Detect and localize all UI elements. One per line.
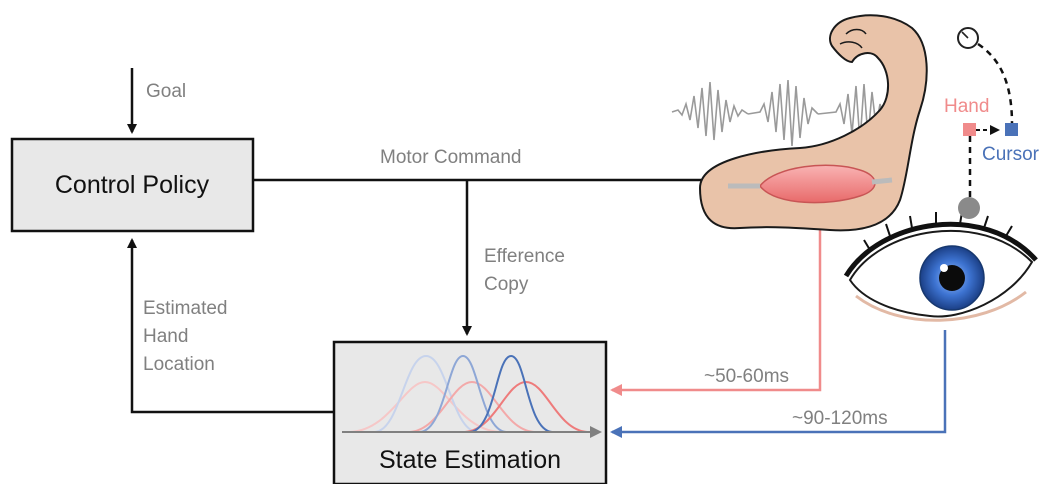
- visual-mid-curve: [419, 354, 507, 433]
- proprio-prior-curve: [349, 380, 501, 433]
- visual-delay-label: ~90-120ms: [792, 408, 888, 429]
- reach-task: Hand Cursor: [944, 27, 1040, 219]
- copy-label: Copy: [484, 274, 529, 295]
- estimated-label: Estimated: [143, 298, 227, 319]
- control-policy-label: Control Policy: [55, 171, 210, 199]
- goal-label: Goal: [146, 81, 186, 102]
- gaussian-curves: [349, 354, 588, 433]
- tendon-right: [871, 177, 893, 185]
- proprio-delay-label: ~50-60ms: [704, 366, 789, 387]
- cursor-path: [977, 42, 1014, 125]
- efference-label: Efference: [484, 246, 565, 267]
- proprio-post-curve: [464, 380, 588, 433]
- estimated-hand-arrow: [127, 238, 334, 414]
- state-estimation-box: [332, 340, 608, 484]
- start-circle: [958, 197, 980, 219]
- arm-illustration: [698, 14, 928, 232]
- visual-post-curve: [469, 354, 553, 433]
- hand-label: Hand: [143, 326, 188, 347]
- visual-prior-curve: [374, 354, 478, 433]
- proprioceptive-feedback-arrow: [610, 216, 822, 396]
- proprio-mid-curve: [409, 380, 535, 433]
- control-policy-box: [10, 137, 255, 233]
- motor-command-label: Motor Command: [380, 147, 522, 168]
- state-estimation-label: State Estimation: [379, 446, 561, 474]
- visual-feedback-arrow: [610, 330, 947, 438]
- location-label: Location: [143, 354, 215, 375]
- cursor-marker: [1005, 123, 1018, 136]
- cursor-marker-label: Cursor: [982, 144, 1040, 165]
- hand-marker-label: Hand: [944, 96, 989, 117]
- eye-illustration: [843, 211, 1038, 322]
- hand-marker: [963, 123, 976, 136]
